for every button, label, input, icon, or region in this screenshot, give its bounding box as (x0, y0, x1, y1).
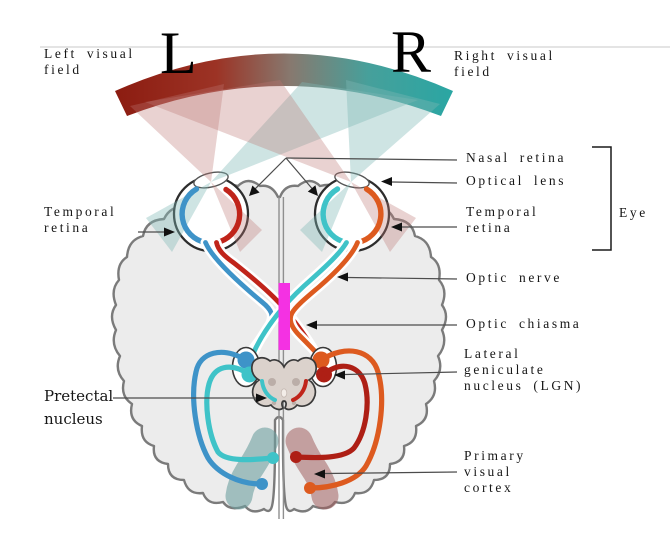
right-eye (313, 171, 391, 253)
right-nasal-retina (320, 186, 350, 246)
primary-visual-cortex-label: Primary visual cortex (464, 448, 526, 495)
annotation-lines (113, 146, 612, 475)
optic-radiations (191, 348, 385, 494)
cortex-dot-orange (304, 482, 316, 494)
left-temporal-retina (179, 186, 209, 246)
red-radiation (294, 363, 370, 461)
nasal-retina-label: Nasal retina (466, 150, 567, 165)
pretectal-red-tract (291, 379, 308, 402)
optic-chiasma-marker (278, 283, 290, 350)
pretectal-nucleus-shape (250, 356, 318, 411)
right-visual-field-label: Right visual field (454, 48, 555, 79)
brain-midline (278, 197, 285, 519)
retina-arcs (179, 186, 384, 246)
right-field-letter: R (391, 19, 432, 85)
optic-chiasma-label: Optic chiasma (466, 316, 582, 331)
optic-nerve-label: Optic nerve (466, 270, 562, 285)
blue-radiation (191, 349, 264, 487)
left-eye-lens (193, 171, 229, 189)
temporal-retina-right-label: Temporal retina (466, 204, 539, 235)
visual-field-arc (115, 53, 453, 116)
cortex-dot-cyan (267, 452, 279, 464)
optical-lens-label: Optical lens (466, 173, 567, 188)
cortex-dot-blue (256, 478, 268, 490)
right-uncrossed-fiber (288, 240, 360, 360)
eye-bracket (592, 146, 612, 251)
cortex-dot-red (290, 451, 302, 463)
pretectal-nucleus-label: Pretectal nucleus (44, 387, 114, 428)
right-temporal-retina (354, 186, 384, 246)
left-field-letter: L (160, 20, 197, 86)
lgn-label: Lateral geniculate nucleus (LGN) (464, 346, 584, 393)
left-visual-field-label: Left visual field (44, 46, 135, 77)
right-eye-lens (334, 171, 370, 189)
annotation-arrowheads (164, 177, 402, 479)
left-nasal-retina (213, 186, 243, 246)
eye-label: Eye (619, 205, 648, 220)
pretectal-cyan-tract (260, 379, 277, 402)
visual-field-cones (130, 80, 440, 252)
left-cortex-area (225, 427, 279, 510)
temporal-retina-left-label: Temporal retina (44, 204, 117, 235)
cyan-radiation (204, 364, 275, 463)
orange-radiation (308, 348, 385, 491)
